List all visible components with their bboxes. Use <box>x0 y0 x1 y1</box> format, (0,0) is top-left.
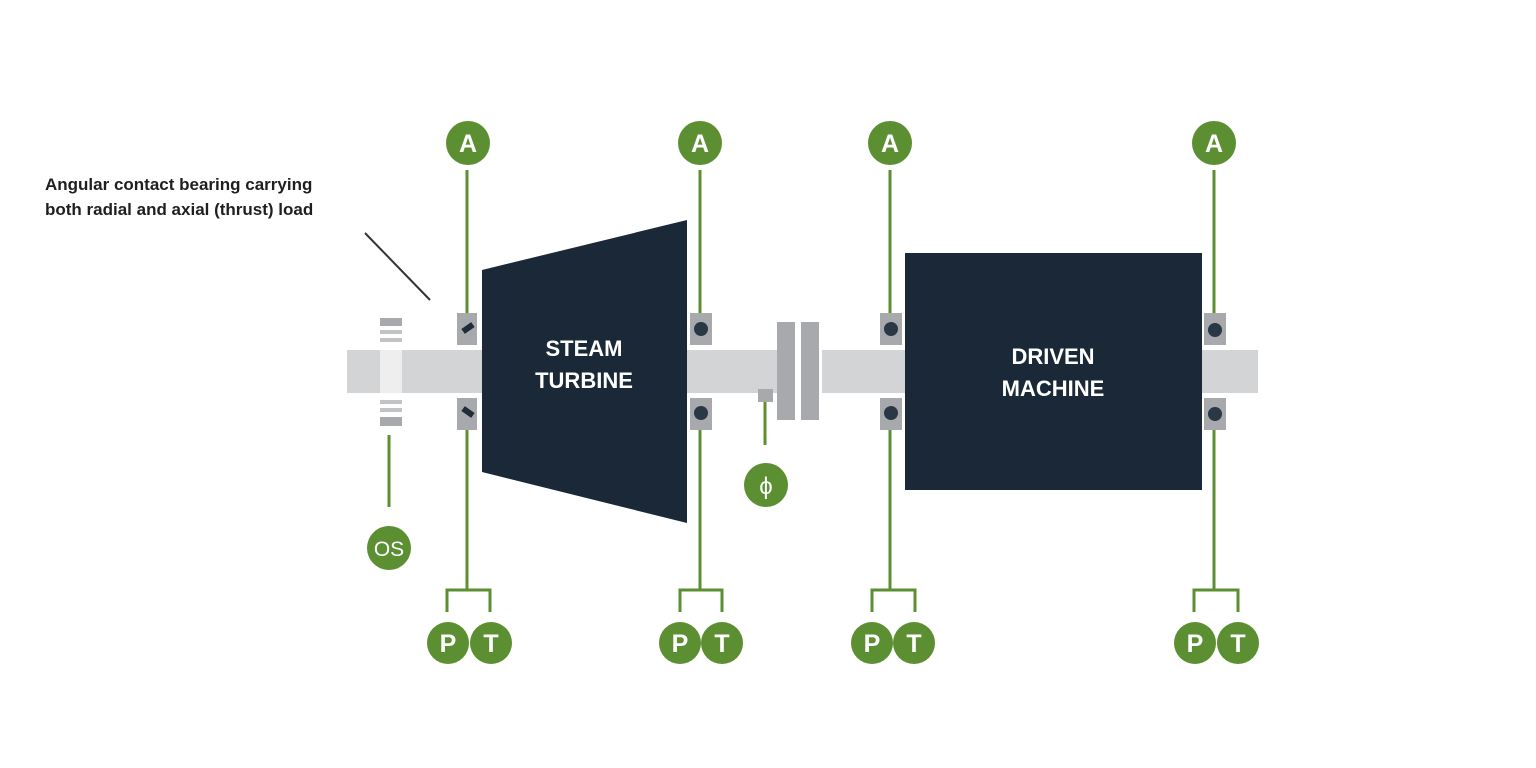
annotation-line-2: both radial and axial (thrust) load <box>45 200 314 219</box>
svg-text:P: P <box>1187 630 1204 658</box>
svg-text:A: A <box>691 130 709 158</box>
accelerometer-sensor-3[interactable]: A <box>868 121 912 165</box>
driven-label-1: DRIVEN <box>1011 344 1094 369</box>
bearing-2 <box>690 313 712 430</box>
svg-text:A: A <box>1205 130 1223 158</box>
phase-target <box>758 389 773 402</box>
svg-text:A: A <box>881 130 899 158</box>
svg-text:T: T <box>714 630 729 658</box>
driven-label-2: MACHINE <box>1002 376 1105 401</box>
speed-gear <box>380 318 402 426</box>
bearing-4 <box>1204 313 1226 430</box>
sensor-lines <box>387 170 1240 612</box>
accelerometer-sensor-2[interactable]: A <box>678 121 722 165</box>
shaft-driven-in <box>822 350 908 393</box>
svg-text:P: P <box>864 630 881 658</box>
annotation-line-1: Angular contact bearing carrying <box>45 175 313 194</box>
pt-sensor-pair-3[interactable]: P T <box>851 622 935 664</box>
pt-sensor-pair-4[interactable]: P T <box>1174 622 1259 664</box>
pt-sensor-pair-1[interactable]: P T <box>427 622 512 664</box>
svg-text:T: T <box>906 630 921 658</box>
svg-text:A: A <box>459 130 477 158</box>
shaft-left <box>347 350 487 393</box>
annotation-leader-line <box>364 232 431 301</box>
overspeed-sensor[interactable]: OS <box>367 526 411 570</box>
svg-text:T: T <box>483 630 498 658</box>
accelerometer-sensor-1[interactable]: A <box>446 121 490 165</box>
svg-text:OS: OS <box>374 538 404 561</box>
phase-sensor[interactable]: ϕ <box>744 463 788 507</box>
svg-text:T: T <box>1230 630 1245 658</box>
shaft-right <box>1200 350 1258 393</box>
coupling-hub-right <box>801 322 819 420</box>
svg-text:ϕ: ϕ <box>759 473 772 500</box>
svg-text:P: P <box>672 630 689 658</box>
turbine-label-1: STEAM <box>546 336 623 361</box>
coupling-hub-left <box>777 322 795 420</box>
bearing-1-angular <box>457 313 477 430</box>
svg-text:P: P <box>440 630 457 658</box>
accelerometer-sensor-4[interactable]: A <box>1192 121 1236 165</box>
driven-machine <box>905 253 1202 490</box>
bearing-annotation: Angular contact bearing carrying both ra… <box>45 172 313 222</box>
steam-turbine <box>482 220 687 523</box>
bearing-3 <box>880 313 902 430</box>
turbine-label-2: TURBINE <box>535 368 633 393</box>
pt-sensor-pair-2[interactable]: P T <box>659 622 743 664</box>
shaft-turbine-out <box>686 350 779 393</box>
